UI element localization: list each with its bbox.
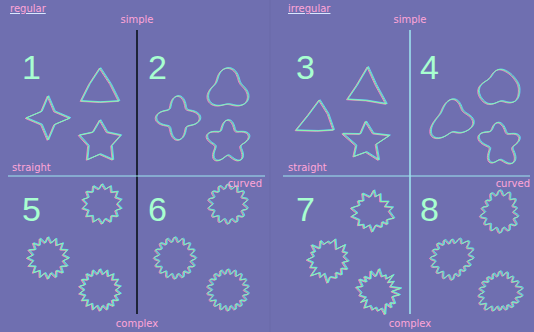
panel-gap <box>270 0 271 332</box>
shape-outline <box>28 237 70 279</box>
shape-outline <box>25 96 69 140</box>
shape-outline <box>79 269 120 311</box>
shape-outline <box>208 120 250 161</box>
shape-outline <box>431 99 474 138</box>
shape-outline <box>207 270 248 311</box>
shape-outline <box>431 99 474 138</box>
shape-outline <box>83 184 122 224</box>
shape-outline <box>154 237 196 279</box>
shape-outline <box>343 121 390 160</box>
shape-outline <box>479 191 517 234</box>
shape-outline <box>307 239 348 283</box>
shape-outline <box>208 269 249 310</box>
shape-outline <box>431 238 474 279</box>
shape-outline <box>480 271 524 311</box>
axis-label: curved <box>496 179 530 189</box>
shape-outline <box>209 184 248 224</box>
quadrant-number: 2 <box>148 50 167 84</box>
shape-outline <box>430 238 473 279</box>
shape-outline <box>83 184 122 224</box>
shape-outline <box>27 237 69 279</box>
shape-outline <box>82 68 120 102</box>
heading-label: regular <box>10 4 46 14</box>
shape-outline <box>157 96 201 140</box>
shape-outline <box>348 66 387 103</box>
shape-outline <box>206 120 248 161</box>
divider-line <box>136 30 138 314</box>
axis-label: simple <box>393 15 426 25</box>
shape-outline <box>80 120 122 160</box>
shape-outline <box>342 122 389 161</box>
axis-label: complex <box>116 319 158 329</box>
shape-outline <box>209 68 249 106</box>
axis-label: straight <box>12 163 51 173</box>
quadrant-number: 6 <box>148 192 167 226</box>
axis-label: complex <box>389 319 431 329</box>
shape-outline <box>295 100 333 131</box>
shape-outline <box>352 190 395 232</box>
shape-outline <box>430 239 473 280</box>
shape-outline <box>347 67 386 104</box>
divider-line <box>8 176 265 177</box>
divider-line <box>409 30 411 314</box>
shape-outline <box>27 96 71 140</box>
quadrant-number: 7 <box>296 192 315 226</box>
shape-outline <box>481 190 519 233</box>
shape-outline <box>296 100 334 131</box>
quadrant-number: 4 <box>420 50 439 84</box>
shape-outline <box>80 269 121 311</box>
shape-outline <box>81 68 119 102</box>
quadrant-number: 8 <box>420 192 439 226</box>
divider-line <box>283 176 530 177</box>
shape-outline <box>153 238 195 280</box>
quadrant-number: 3 <box>296 50 315 84</box>
axis-label: curved <box>228 179 262 189</box>
shape-outline <box>357 268 402 314</box>
shape-outline <box>308 239 349 283</box>
shape-outline <box>479 69 520 104</box>
shape-outline <box>430 100 473 139</box>
shape-outline <box>208 68 248 106</box>
shape-outline <box>207 120 249 161</box>
shape-outline <box>297 100 335 131</box>
axis-label: simple <box>120 15 153 25</box>
shape-outline <box>26 96 70 140</box>
shape-outline <box>343 121 390 160</box>
shape-outline <box>155 237 197 279</box>
quadrant-number: 1 <box>22 50 41 84</box>
quadrant-number: 5 <box>22 192 41 226</box>
shape-outline <box>156 96 200 140</box>
shape-outline <box>351 190 394 232</box>
shape-outline <box>155 96 199 140</box>
shape-outline <box>479 69 520 104</box>
heading-label: irregular <box>288 4 330 14</box>
shape-outline <box>26 237 68 279</box>
axis-label: straight <box>288 163 327 173</box>
shape-outline <box>208 269 249 310</box>
shape-outline <box>479 123 520 164</box>
shape-outline <box>479 122 520 163</box>
shape-outline <box>479 271 523 311</box>
shape-outline <box>356 269 401 315</box>
shape-outline <box>79 120 121 160</box>
shape-outline <box>480 190 518 233</box>
shape-outline <box>208 184 247 224</box>
